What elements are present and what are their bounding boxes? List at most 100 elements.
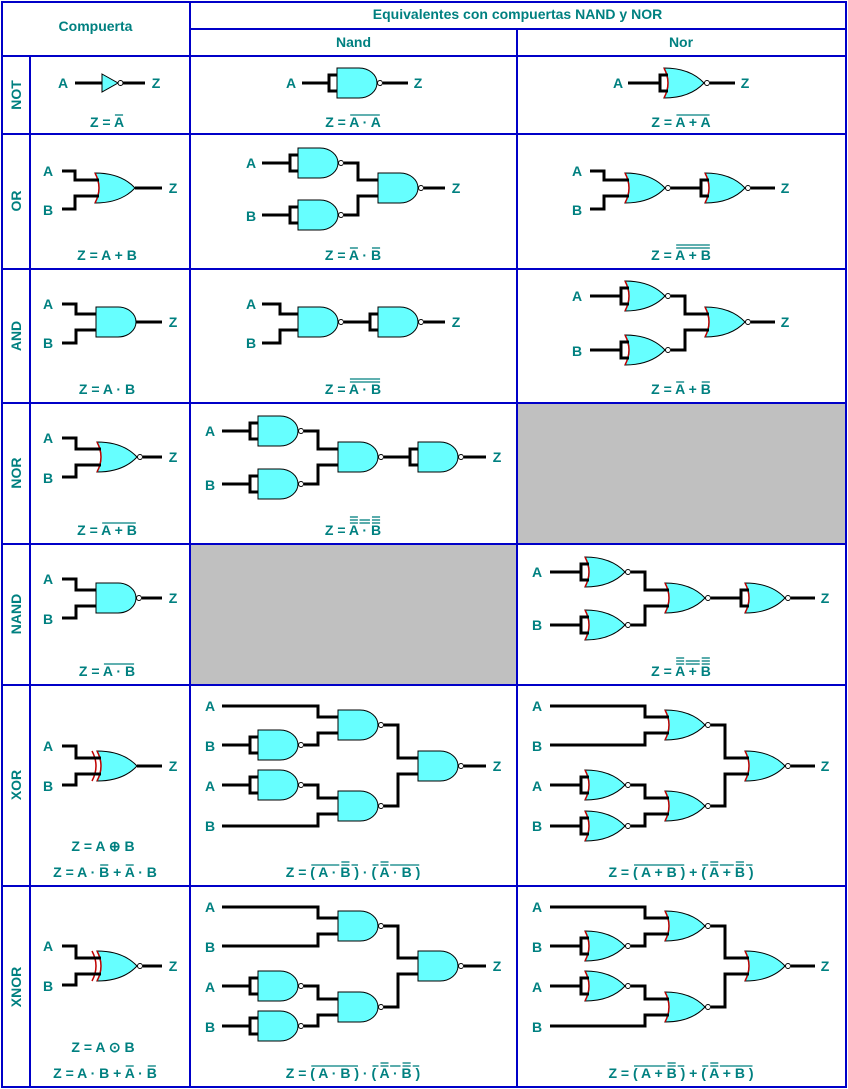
nand-gate [297, 147, 339, 179]
and-gate [95, 306, 137, 338]
wire [304, 429, 338, 451]
gate-input-curve [664, 910, 670, 942]
inversion-bubble [137, 454, 143, 460]
input-b-label: B [205, 477, 215, 493]
gate-formula-expanded: Z = A · B + A · B [53, 864, 157, 880]
svg-text:Z = A · B: Z = A · B [79, 381, 135, 397]
wire [711, 972, 749, 1009]
wire [711, 772, 749, 808]
input-b-label: B [205, 738, 215, 754]
gate-formula: Z = A · B [79, 663, 135, 679]
wire [62, 944, 101, 960]
input-a-label: A [286, 75, 296, 91]
inversion-bubble [705, 923, 711, 929]
wire [631, 783, 669, 800]
or-gate [94, 172, 136, 204]
inversion-bubble [665, 347, 671, 353]
inversion-bubble [625, 823, 631, 829]
wire [262, 302, 298, 316]
header-nor-column: Nor [668, 34, 694, 50]
inversion-bubble [458, 763, 464, 769]
wire [248, 421, 258, 441]
wire [344, 194, 378, 217]
nor-gate [664, 991, 706, 1023]
nand-equivalent-formula: Z = ( A · B ) · ( A · B ) [286, 1062, 420, 1081]
output-z-label: Z [821, 958, 830, 974]
wire [288, 205, 298, 225]
gate-formula: Z = A · B [79, 381, 135, 397]
inversion-bubble [377, 80, 383, 86]
wire [327, 73, 337, 93]
input-a-label: A [572, 288, 582, 304]
wire [62, 302, 96, 316]
wire [579, 775, 589, 795]
input-b-label: B [532, 617, 542, 633]
inversion-bubble [705, 722, 711, 728]
inversion-bubble [705, 1004, 711, 1010]
input-a-label: A [205, 899, 215, 915]
xnor-gate [96, 950, 138, 982]
nand-gate [297, 199, 339, 231]
inversion-bubble [378, 923, 384, 929]
nand-equivalent-formula: Z = A · A [325, 114, 381, 130]
nor-gate [584, 810, 626, 842]
nand-gate [377, 172, 419, 204]
nor-gate [664, 790, 706, 822]
gate-input-curve [584, 810, 590, 842]
input-b-label: B [43, 202, 53, 218]
svg-text:Z = A · B: Z = A · B [79, 663, 135, 679]
inversion-bubble [298, 428, 304, 434]
input-a-label: A [43, 430, 53, 446]
wire [384, 972, 418, 1009]
inversion-bubble [458, 963, 464, 969]
input-a-label: A [532, 564, 542, 580]
nor-gate [624, 172, 666, 204]
wire [248, 1016, 258, 1036]
nand-gate [337, 910, 379, 942]
nor-equivalent-formula: Z = ( A + B ) + ( A + B ) [608, 861, 754, 880]
nor-gate [624, 280, 666, 312]
inversion-bubble [745, 185, 751, 191]
input-b-label: B [43, 335, 53, 351]
input-b-label: B [532, 939, 542, 955]
nand-gate [257, 1010, 299, 1042]
nor-equivalent-formula: Z = A + A [651, 114, 710, 130]
svg-text:Z = A: Z = A [90, 114, 124, 130]
nor-gate [584, 970, 626, 1002]
inversion-bubble [338, 319, 344, 325]
gate-input-curve [624, 334, 630, 366]
input-a-label: A [43, 163, 53, 179]
nor-gate [584, 769, 626, 801]
input-a-label: A [246, 296, 256, 312]
wire [590, 194, 629, 211]
output-z-label: Z [493, 758, 502, 774]
input-a-label: A [43, 296, 53, 312]
gate-formula: Z = A ⊕ B [71, 838, 134, 854]
input-b-label: B [532, 738, 542, 754]
input-a-label: A [43, 571, 53, 587]
inversion-bubble [625, 622, 631, 628]
grid-row-line [1, 885, 847, 887]
gate-input-curve [664, 582, 670, 614]
wire [62, 604, 96, 620]
nand-gate [417, 950, 459, 982]
gate-input-curve [744, 950, 750, 982]
inversion-bubble [458, 454, 464, 460]
wire [408, 447, 418, 467]
gate-formula: Z = A + B [77, 247, 137, 263]
wire [62, 328, 96, 345]
grid-row-line [1, 133, 847, 135]
wire [222, 704, 338, 719]
inversion-bubble [625, 782, 631, 788]
xor-gate [96, 750, 138, 782]
inversion-bubble [418, 319, 424, 325]
output-z-label: Z [493, 958, 502, 974]
gate-input-curve [704, 306, 710, 338]
svg-text:Z = A + B: Z = A + B [77, 522, 137, 538]
wire [384, 924, 418, 960]
inversion-bubble [785, 595, 791, 601]
inversion-bubble [665, 293, 671, 299]
wire [579, 936, 589, 956]
nor-gate [704, 172, 746, 204]
